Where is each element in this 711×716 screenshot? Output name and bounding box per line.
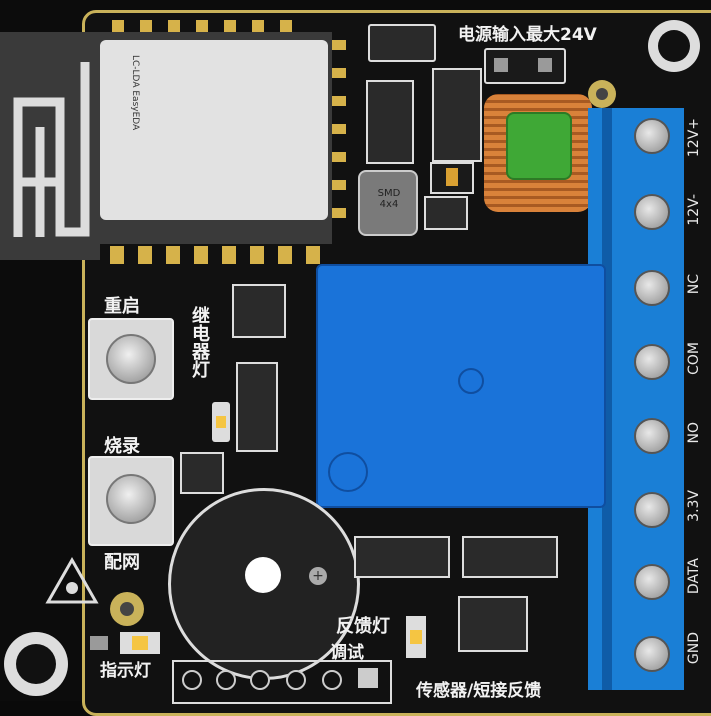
- screw-gnd[interactable]: [634, 636, 670, 672]
- relay-mark-circle: [328, 452, 368, 492]
- sensor-feedback-label: 传感器/短接反馈: [416, 681, 542, 701]
- attention-logo: [44, 556, 100, 616]
- debug-header: [172, 660, 392, 704]
- buzzer-plus-icon: +: [309, 567, 327, 585]
- relay: [316, 264, 606, 508]
- module-pads-bottom: [110, 246, 330, 264]
- wifi-antenna: [0, 32, 100, 260]
- mount-hole-top-right: [648, 20, 700, 72]
- ic-small: [424, 196, 468, 230]
- transistor-top: [232, 284, 286, 338]
- wifi-module-shield: LC-LDA EasyEDA: [100, 32, 332, 244]
- regulator-2: [432, 68, 482, 162]
- reset-label: 重启: [104, 296, 140, 317]
- debug-label: 调试: [330, 643, 364, 663]
- module-pads-top: [112, 20, 302, 32]
- terminal-label-com: COM: [686, 342, 702, 375]
- indicator-led: [90, 632, 174, 654]
- brand-line-1: LC-LDA: [130, 55, 140, 88]
- diode-top: [368, 24, 436, 62]
- terminal-label-3v3: 3.3V: [686, 490, 702, 522]
- relay-mark-small: [458, 368, 484, 394]
- terminal-label-nc: NC: [686, 274, 702, 295]
- relay-led: [212, 402, 230, 442]
- reset-button[interactable]: [88, 318, 174, 400]
- relay-led-label: 继电器灯: [189, 306, 210, 378]
- brand-line-2: EasyEDA: [130, 90, 140, 131]
- mount-hole-bottom-left: [4, 632, 68, 696]
- module-pads-right: [332, 40, 346, 236]
- terminal-labels: 12V+ 12V- NC COM NO 3.3V DATA GND: [684, 118, 710, 678]
- buzzer: +: [168, 488, 360, 680]
- screw-12v-plus[interactable]: [634, 118, 670, 154]
- terminal-label-data: DATA: [686, 558, 702, 595]
- terminal-label-12v-plus: 12V+: [686, 118, 702, 158]
- screw-com[interactable]: [634, 344, 670, 380]
- screw-12v-minus[interactable]: [634, 194, 670, 230]
- inductor-label: SMD 4x4: [377, 188, 401, 210]
- power-input-label: 电源输入最大24V: [458, 25, 597, 45]
- reset-button-cap[interactable]: [106, 334, 156, 384]
- via-large-1: [588, 80, 616, 108]
- regulator-1: [366, 80, 414, 164]
- screw-no[interactable]: [634, 418, 670, 454]
- cap-yellow: [430, 162, 474, 194]
- terminal-label-gnd: GND: [686, 632, 702, 665]
- fuse-top: [484, 48, 566, 84]
- diode-bottom-2: [462, 536, 558, 578]
- screw-3v3[interactable]: [634, 492, 670, 528]
- smd-inductor: SMD 4x4: [358, 170, 418, 236]
- flash-button[interactable]: [88, 456, 174, 546]
- terminal-screws: [634, 118, 674, 678]
- feedback-led-label: 反馈灯: [336, 616, 390, 637]
- screw-data[interactable]: [634, 564, 670, 600]
- flash-button-cap[interactable]: [106, 474, 156, 524]
- feedback-led: [406, 616, 426, 658]
- diode-bottom-1: [354, 536, 450, 578]
- terminal-label-no: NO: [686, 422, 702, 444]
- flash-label: 烧录: [104, 436, 140, 457]
- optocoupler: [458, 596, 528, 652]
- terminal-label-12v-minus: 12V-: [686, 194, 702, 226]
- module-brand-text: LC-LDA EasyEDA: [110, 55, 140, 135]
- via-large-2: [110, 592, 144, 626]
- common-mode-choke: [484, 88, 592, 218]
- transistor-mid: [180, 452, 224, 494]
- diode-vertical: [236, 362, 278, 452]
- pairing-label: 配网: [104, 552, 140, 573]
- screw-nc[interactable]: [634, 270, 670, 306]
- indicator-label: 指示灯: [100, 661, 151, 681]
